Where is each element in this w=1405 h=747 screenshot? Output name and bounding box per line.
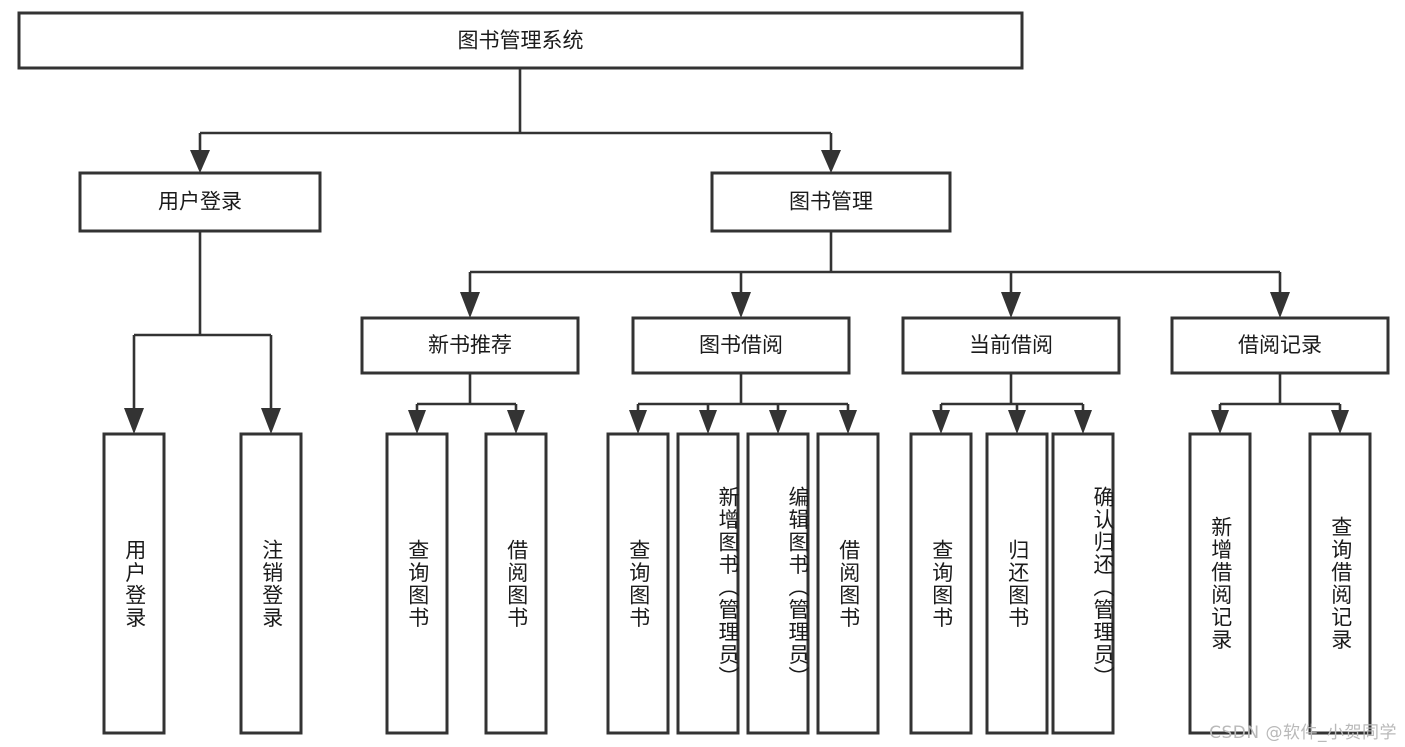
leaf-box-search-book-current[interactable] <box>909 432 973 735</box>
node-box[interactable] <box>631 316 851 375</box>
node-label: 图书管理 <box>789 190 873 214</box>
node-box[interactable] <box>78 171 322 233</box>
leaf-box-search-book-borrow[interactable] <box>606 432 670 735</box>
node-label: 图书借阅 <box>699 333 783 357</box>
node-label: 借阅记录 <box>1238 333 1322 357</box>
node-book-management[interactable]: 图书管理 <box>710 171 952 233</box>
leaf-box-search-book-rec[interactable] <box>385 432 449 735</box>
node-current-borrow[interactable]: 当前借阅 <box>901 316 1121 375</box>
arrow-head-icon <box>932 410 950 434</box>
node-label: 图书管理系统 <box>458 29 584 53</box>
arrow-head-icon <box>1211 410 1229 434</box>
arrow-head-icon <box>629 410 647 434</box>
arrow-head-icon <box>190 150 210 173</box>
leaf-box-edit-book-admin[interactable] <box>746 432 810 735</box>
arrow-head-icon <box>821 150 841 173</box>
node-borrow-record[interactable]: 借阅记录 <box>1170 316 1390 375</box>
leaf-boxes <box>102 432 1372 735</box>
leaf-box-add-book-admin[interactable] <box>676 432 740 735</box>
connector-current-borrow-to-leaves <box>932 373 1092 434</box>
connector-root-to-level2 <box>190 68 841 173</box>
arrow-head-icon <box>1270 292 1290 318</box>
arrow-head-icon <box>460 292 480 318</box>
arrow-head-icon <box>408 410 426 434</box>
node-box[interactable] <box>1170 316 1390 375</box>
arrow-head-icon <box>769 410 787 434</box>
arrow-head-icon <box>507 410 525 434</box>
connector-borrow-record-to-leaves <box>1211 373 1349 434</box>
leaf-box-add-borrow-record[interactable] <box>1188 432 1252 735</box>
arrow-head-icon <box>1331 410 1349 434</box>
node-box[interactable] <box>901 316 1121 375</box>
node-book-borrow[interactable]: 图书借阅 <box>631 316 851 375</box>
arrow-head-icon <box>1008 410 1026 434</box>
connector-user-login-to-leaves <box>124 231 281 434</box>
arrow-head-icon <box>699 410 717 434</box>
connector-book-management-to-level3 <box>460 231 1290 318</box>
node-root[interactable]: 图书管理系统 <box>17 11 1024 70</box>
arrow-head-icon <box>124 408 144 434</box>
arrow-head-icon <box>1001 292 1021 318</box>
arrow-head-icon <box>731 292 751 318</box>
arrow-head-icon <box>1074 410 1092 434</box>
connector-new-book-recommend-to-leaves <box>408 373 525 434</box>
leaf-box-user-login[interactable] <box>102 432 166 735</box>
node-user-login[interactable]: 用户登录 <box>78 171 322 233</box>
node-box[interactable] <box>360 316 580 375</box>
connector-book-borrow-to-leaves <box>629 373 857 434</box>
leaf-box-search-borrow-record[interactable] <box>1308 432 1372 735</box>
leaf-box-logout[interactable] <box>239 432 303 735</box>
node-label: 新书推荐 <box>428 333 512 357</box>
node-label: 用户登录 <box>158 190 242 214</box>
node-box[interactable] <box>710 171 952 233</box>
node-new-book-recommend[interactable]: 新书推荐 <box>360 316 580 375</box>
node-box[interactable] <box>17 11 1024 70</box>
node-label: 当前借阅 <box>969 333 1053 357</box>
leaf-box-borrow-book[interactable] <box>816 432 880 735</box>
csdn-watermark: CSDN @软件_小贺同学 <box>1209 723 1397 743</box>
leaf-box-borrow-book-rec[interactable] <box>484 432 548 735</box>
arrow-head-icon <box>839 410 857 434</box>
arrow-head-icon <box>261 408 281 434</box>
leaf-box-return-book[interactable] <box>985 432 1049 735</box>
leaf-box-confirm-return-admin[interactable] <box>1051 432 1115 735</box>
